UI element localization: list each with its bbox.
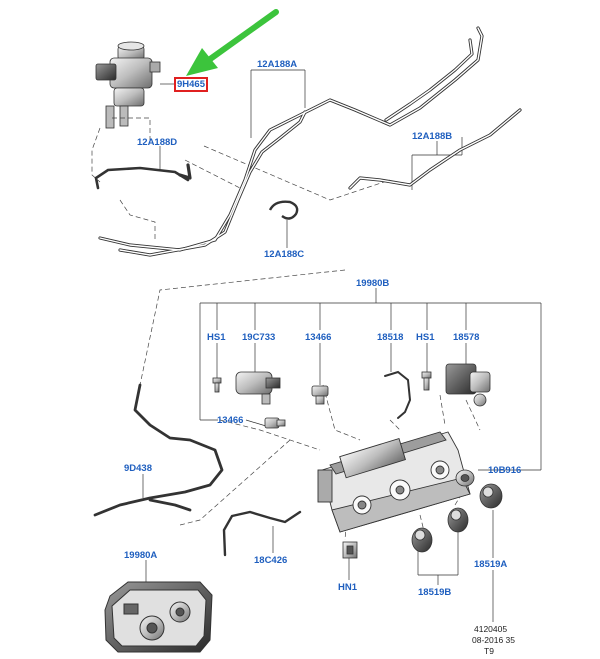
leader-lines xyxy=(142,69,542,622)
callout-18c426[interactable]: 18C426 xyxy=(254,555,288,566)
bulb-socket-13466-left xyxy=(264,417,286,429)
figure-revision: T9 xyxy=(484,646,494,656)
callout-hs1-left[interactable]: HS1 xyxy=(207,332,226,343)
cable-18c426 xyxy=(222,510,302,557)
cable-18518 xyxy=(384,370,412,419)
screw-hs1-right xyxy=(421,371,432,391)
climate-control-panel xyxy=(317,431,471,533)
callout-18518[interactable]: 18518 xyxy=(377,332,404,343)
callout-9h465[interactable]: 9H465 xyxy=(174,77,208,92)
control-unit-19980a xyxy=(104,581,213,653)
hose-clip-12a188c xyxy=(268,200,299,220)
bulb-socket-13466-top xyxy=(311,385,329,405)
callout-18519a[interactable]: 18519A xyxy=(474,559,508,570)
callout-9d438[interactable]: 9D438 xyxy=(124,463,152,474)
callout-18578[interactable]: 18578 xyxy=(453,332,480,343)
callout-10b916[interactable]: 10B916 xyxy=(488,465,522,476)
callout-hs1-right[interactable]: HS1 xyxy=(416,332,435,343)
callout-12a188b[interactable]: 12A188B xyxy=(412,131,453,142)
hose-core xyxy=(99,27,521,256)
callout-13466-left[interactable]: 13466 xyxy=(217,415,244,426)
callout-13466-top[interactable]: 13466 xyxy=(305,332,332,343)
callout-12a188c[interactable]: 12A188C xyxy=(264,249,305,260)
vacuum-solenoid-valve xyxy=(95,41,161,129)
callout-19980b[interactable]: 19980B xyxy=(356,278,390,289)
actuator-19c733 xyxy=(235,371,281,405)
callout-18519b[interactable]: 18519B xyxy=(418,587,452,598)
pointer-arrow-icon xyxy=(186,9,279,76)
callout-12a188a[interactable]: 12A188A xyxy=(257,59,298,70)
knob-18519b-left xyxy=(411,527,433,553)
blower-switch-18578 xyxy=(445,363,491,407)
callout-hn1[interactable]: HN1 xyxy=(338,582,358,593)
vacuum-hose-9d438 xyxy=(93,383,224,517)
figure-date: 08-2016 35 xyxy=(472,635,516,645)
screw-hs1-left xyxy=(212,377,222,393)
callout-12a188d[interactable]: 12A188D xyxy=(137,137,178,148)
knob-18519a xyxy=(479,483,503,509)
knob-10b916 xyxy=(455,469,475,487)
figure-id: 4120405 xyxy=(474,624,508,634)
callout-19c733[interactable]: 19C733 xyxy=(242,332,276,343)
nut-hn1 xyxy=(342,541,358,559)
knob-18519b-right xyxy=(447,507,469,533)
vacuum-hose-12a188d xyxy=(94,166,190,190)
callout-19980a[interactable]: 19980A xyxy=(124,550,158,561)
